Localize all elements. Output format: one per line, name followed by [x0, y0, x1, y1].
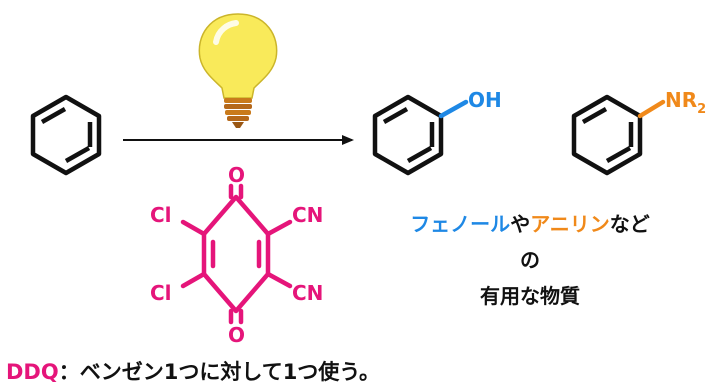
caption-line-3: 有用な物質 — [480, 284, 580, 308]
ddq-cl-top: Cl — [150, 203, 172, 227]
phenol-structure: OH — [372, 88, 502, 176]
ddq-o-bottom: O — [228, 323, 245, 347]
caption-aniline: アニリン — [530, 212, 610, 236]
aniline-nr2-label: NR2 — [665, 88, 706, 117]
phenol-oh-label: OH — [468, 88, 502, 112]
caption-line-2: の — [520, 248, 540, 272]
ddq-cl-bottom: Cl — [150, 281, 172, 305]
caption-line-1: フェノールやアニリンなど — [380, 206, 680, 242]
ddq-structure — [180, 183, 293, 325]
products-caption: フェノールやアニリンなど の 有用な物質 — [380, 206, 680, 314]
ddq-cn-top: CN — [292, 203, 323, 227]
aniline-subscript: 2 — [697, 102, 706, 117]
caption-conj1: や — [510, 212, 531, 236]
footer-text: ：ベンゼン1つに対して1つ使う。 — [58, 360, 381, 384]
aniline-structure: NR2 — [571, 88, 706, 176]
ddq-o-top: O — [228, 163, 245, 187]
caption-phenol: フェノール — [410, 212, 511, 236]
ddq-cn-bottom: CN — [292, 281, 323, 305]
footer-ddq: DDQ — [6, 360, 59, 384]
footer-note: DDQ：ベンゼン1つに対して1つ使う。 — [6, 356, 380, 386]
caption-conj2: など — [609, 212, 650, 236]
lightbulb-icon — [198, 13, 278, 128]
ddq-labels: O O Cl Cl CN CN — [150, 163, 323, 347]
benzene-reactant — [30, 94, 102, 176]
